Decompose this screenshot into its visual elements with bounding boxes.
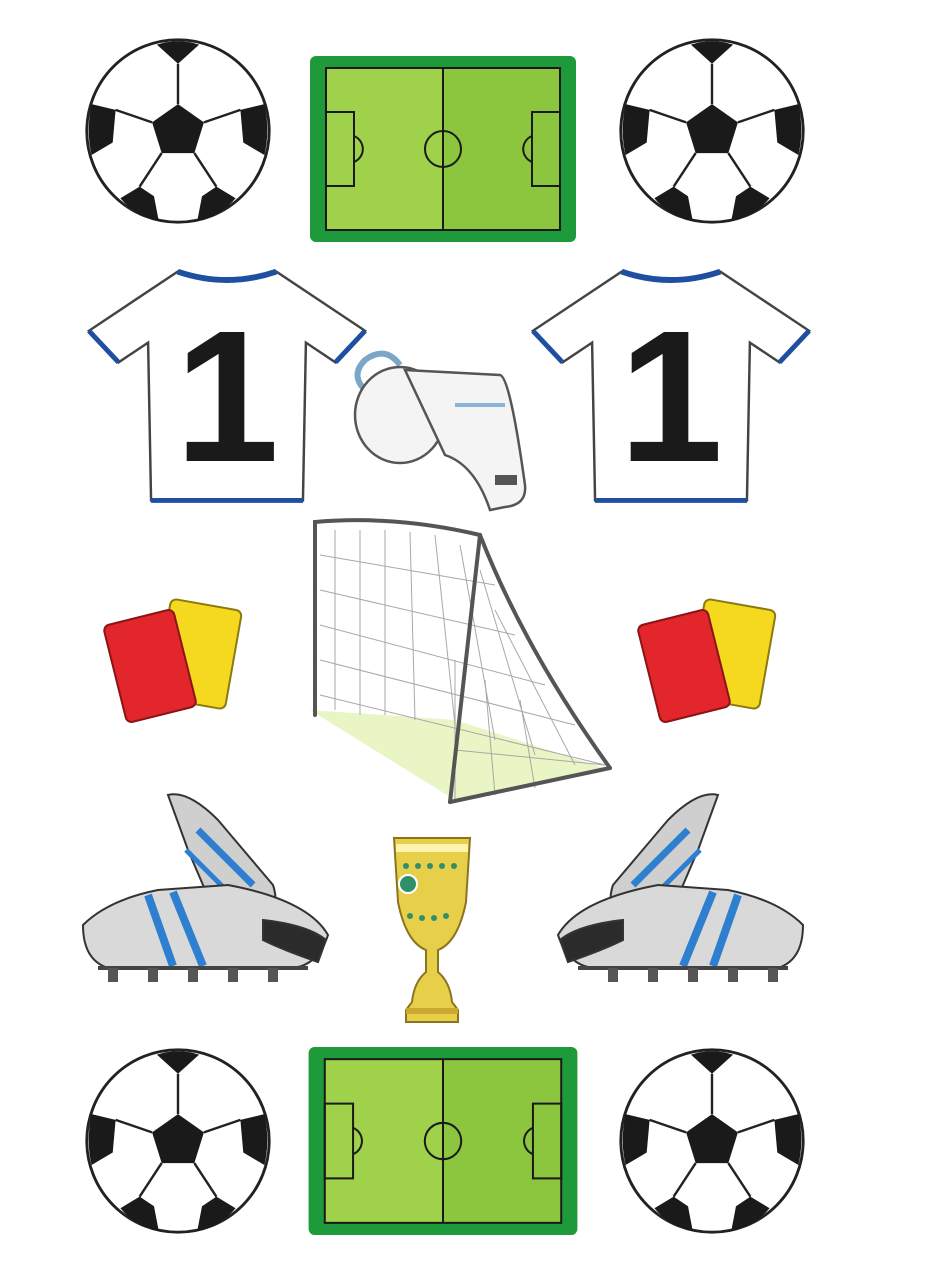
jersey-number: 1 bbox=[619, 291, 723, 501]
soccer-ball bbox=[616, 1045, 808, 1237]
red-yellow-cards bbox=[100, 598, 260, 728]
red-yellow-cards bbox=[634, 598, 794, 728]
soccer-field bbox=[306, 54, 580, 244]
soccer-ball bbox=[82, 35, 274, 227]
soccer-ball bbox=[82, 1045, 274, 1237]
jersey-number: 1 bbox=[175, 291, 279, 501]
whistle bbox=[345, 345, 540, 515]
soccer-ball bbox=[616, 35, 808, 227]
goal-net bbox=[305, 510, 617, 810]
football-boots bbox=[548, 790, 808, 1000]
football-boots bbox=[78, 790, 338, 1000]
jersey: 1 bbox=[528, 262, 814, 512]
trophy-cup bbox=[388, 832, 476, 1024]
soccer-field bbox=[306, 1045, 580, 1237]
jersey: 1 bbox=[84, 262, 370, 512]
